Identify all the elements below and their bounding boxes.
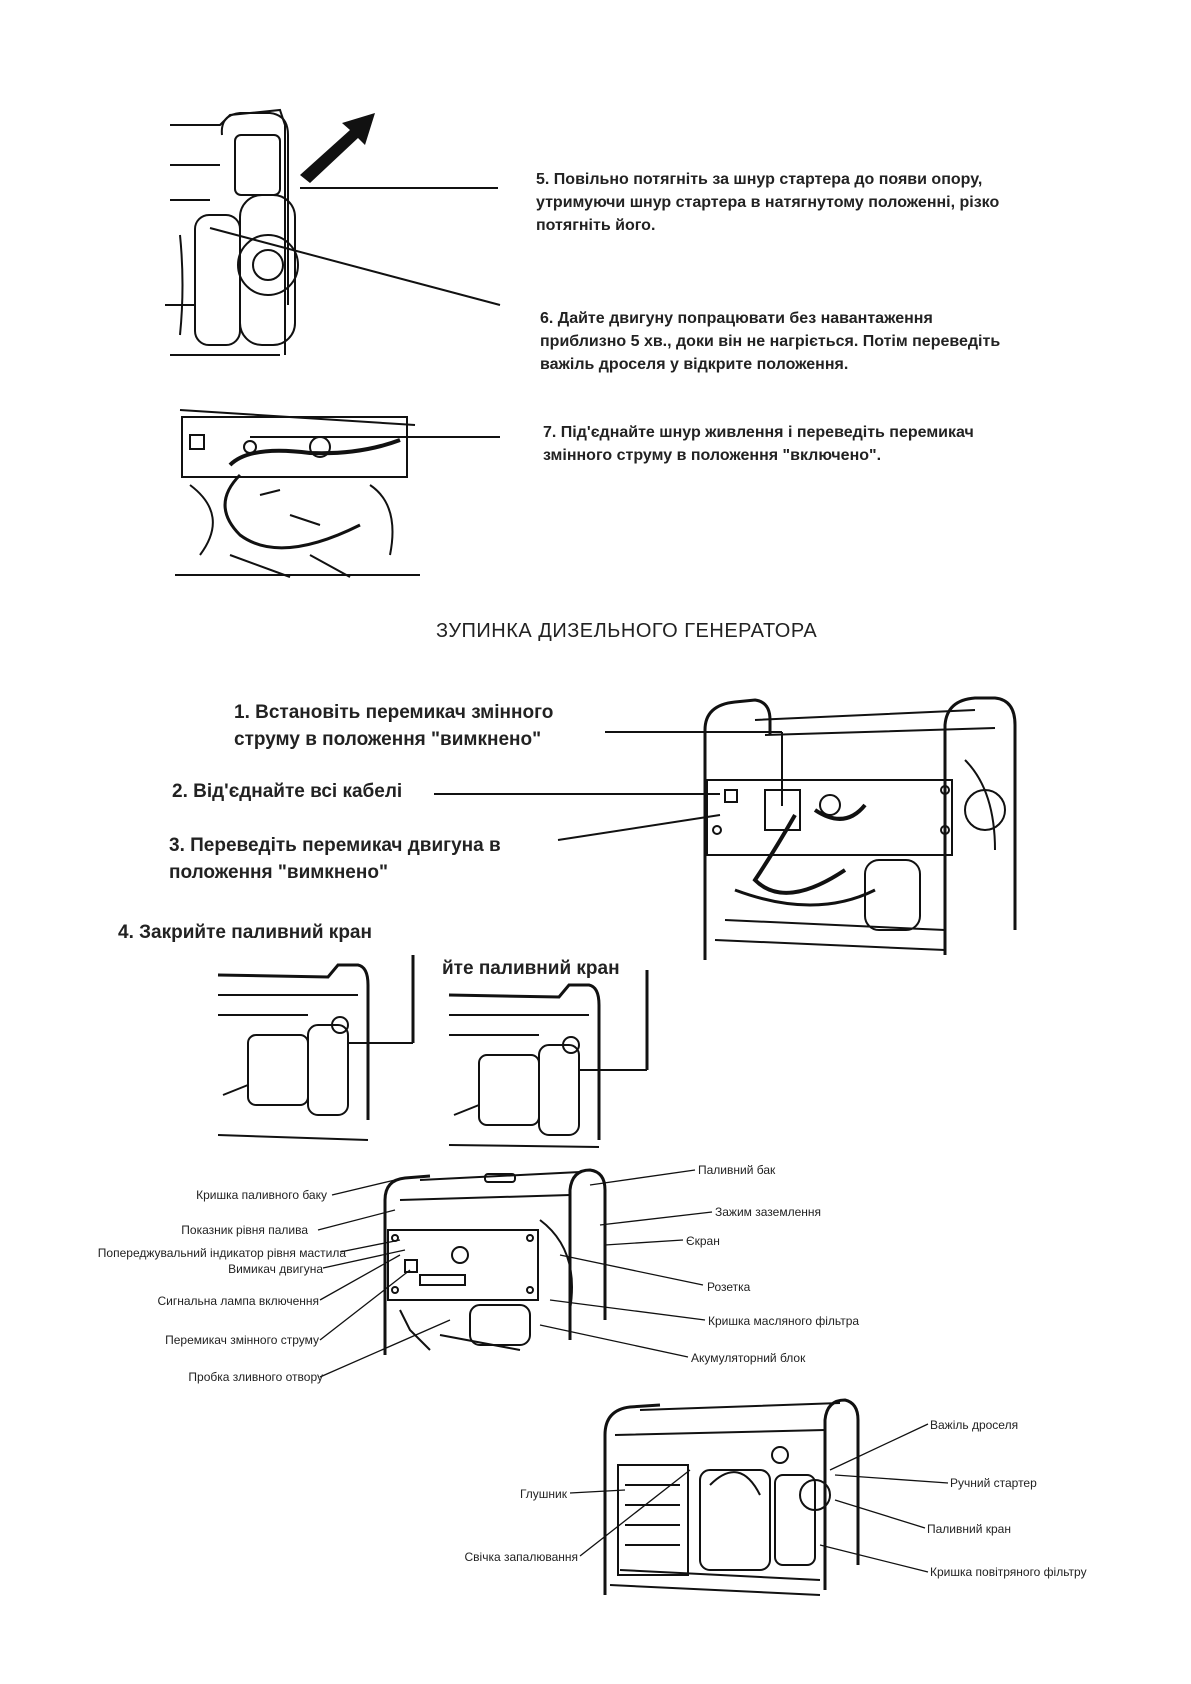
label-screen: Єкран: [686, 1234, 720, 1248]
stop-step-2: 2. Від'єднайте всі кабелі: [172, 781, 403, 802]
generator-side-diagram: [600, 1395, 860, 1605]
label-fuel-gauge: Показник рівня палива: [181, 1223, 308, 1237]
label-fuel-tank-cap: Кришка паливного баку: [196, 1188, 327, 1202]
label-muffler: Глушник: [519, 1487, 567, 1501]
generator-panel-illustration: [695, 690, 1035, 965]
label-air-filter-cover: Кришка повітряного фільтру: [930, 1565, 1087, 1579]
label-socket: Розетка: [707, 1280, 751, 1294]
stop-leader-lines: [0, 0, 1191, 1000]
label-fuel-valve: Паливний кран: [927, 1522, 1011, 1536]
label-battery-unit: Акумуляторний блок: [691, 1351, 806, 1365]
step-6-text: 6. Дайте двигуну попрацювати без наванта…: [540, 310, 1001, 373]
fuel-valve-illustration-1: [218, 955, 418, 1145]
stop-section-heading: ЗУПИНКА ДИЗЕЛЬНОГО ГЕНЕРАТОРА: [436, 620, 818, 642]
stop-step-3: 3. Переведіть перемикач двигуна в положе…: [169, 835, 501, 883]
label-power-indicator-lamp: Сигнальна лампа включення: [157, 1294, 319, 1308]
label-ac-switch: Перемикач змінного струму: [165, 1333, 319, 1347]
label-fuel-tank: Паливний бак: [698, 1163, 776, 1177]
label-ground-terminal: Зажим заземлення: [715, 1205, 821, 1219]
stop-step-1: 1. Встановіть перемикач змінного струму …: [234, 702, 554, 750]
label-choke-lever: Важіль дроселя: [930, 1418, 1019, 1432]
generator-front-diagram: [380, 1160, 610, 1360]
label-spark-plug: Свічка запалювання: [464, 1550, 579, 1564]
power-cord-illustration: [170, 405, 430, 585]
fuel-valve-illustration-2: [449, 975, 649, 1150]
stop-step-4-fragment: йте паливний кран: [442, 958, 620, 979]
label-drain-plug: Пробка зливного отвору: [188, 1370, 323, 1384]
step-7-text: 7. Під'єднайте шнур живлення і переведіт…: [543, 424, 974, 464]
step-5-text: 5. Повільно потягніть за шнур стартера д…: [536, 171, 1000, 234]
label-oil-filter-cover: Кришка масляного фільтра: [708, 1314, 860, 1328]
starter-cord-illustration: [160, 105, 375, 365]
label-engine-switch: Вимикач двигуна: [228, 1262, 323, 1276]
stop-step-4: 4. Закрийте паливний кран: [118, 922, 372, 943]
starter-leader-lines: [0, 0, 1191, 700]
label-recoil-starter: Ручний стартер: [950, 1476, 1037, 1490]
label-oil-warning-indicator: Попереджувальний індикатор рівня мастила: [97, 1246, 346, 1260]
